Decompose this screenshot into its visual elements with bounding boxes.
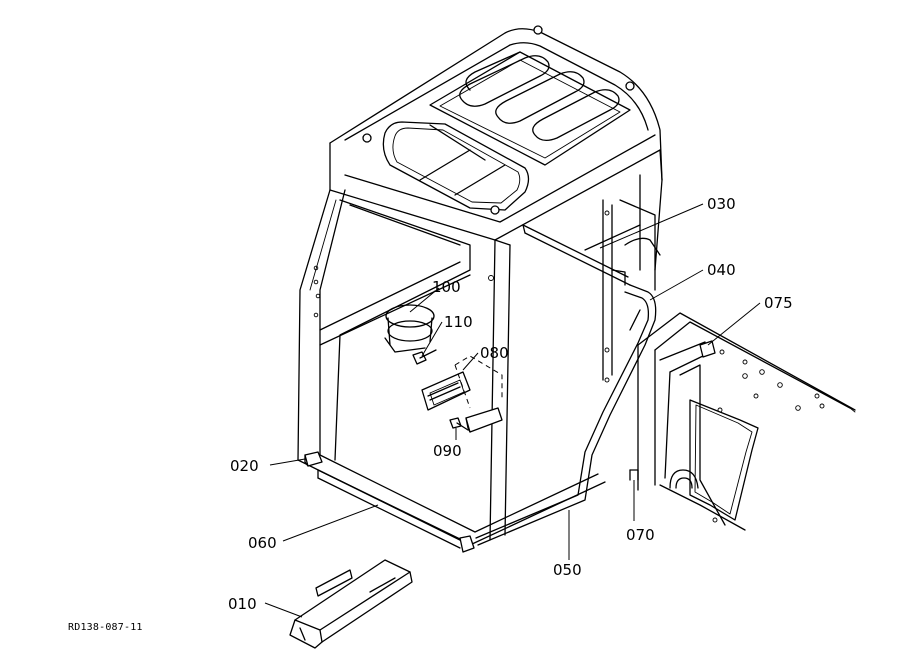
- callout-030: 030: [707, 195, 736, 213]
- callout-075: 075: [764, 294, 793, 312]
- part-070-rear-strip: [629, 469, 639, 481]
- callout-040: 040: [707, 261, 736, 279]
- part-080-interior-light: [421, 355, 503, 433]
- part-060-sill-trim: [317, 469, 475, 553]
- callout-110: 110: [444, 313, 473, 331]
- part-020-corner-block: [304, 451, 323, 467]
- part-010-bracket: [289, 559, 413, 649]
- part-040-050-seal-strip: [475, 284, 657, 546]
- callout-100: 100: [432, 278, 461, 296]
- callout-070: 070: [626, 526, 655, 544]
- part-090-screw: [449, 417, 469, 431]
- rear-side-panel: [637, 312, 856, 531]
- drawing-reference-code: RD138-087-11: [68, 622, 143, 633]
- part-030-upper-rail: [522, 224, 631, 286]
- callout-060: 060: [248, 534, 277, 552]
- callout-050: 050: [553, 561, 582, 579]
- cab-frame: [297, 25, 663, 546]
- part-100-cup-holder: [384, 304, 435, 353]
- callout-080: 080: [480, 344, 509, 362]
- leader-lines: [264, 203, 761, 618]
- part-075-block: [699, 340, 716, 358]
- callout-020: 020: [230, 457, 259, 475]
- callout-010: 010: [228, 595, 257, 613]
- callout-090: 090: [433, 442, 462, 460]
